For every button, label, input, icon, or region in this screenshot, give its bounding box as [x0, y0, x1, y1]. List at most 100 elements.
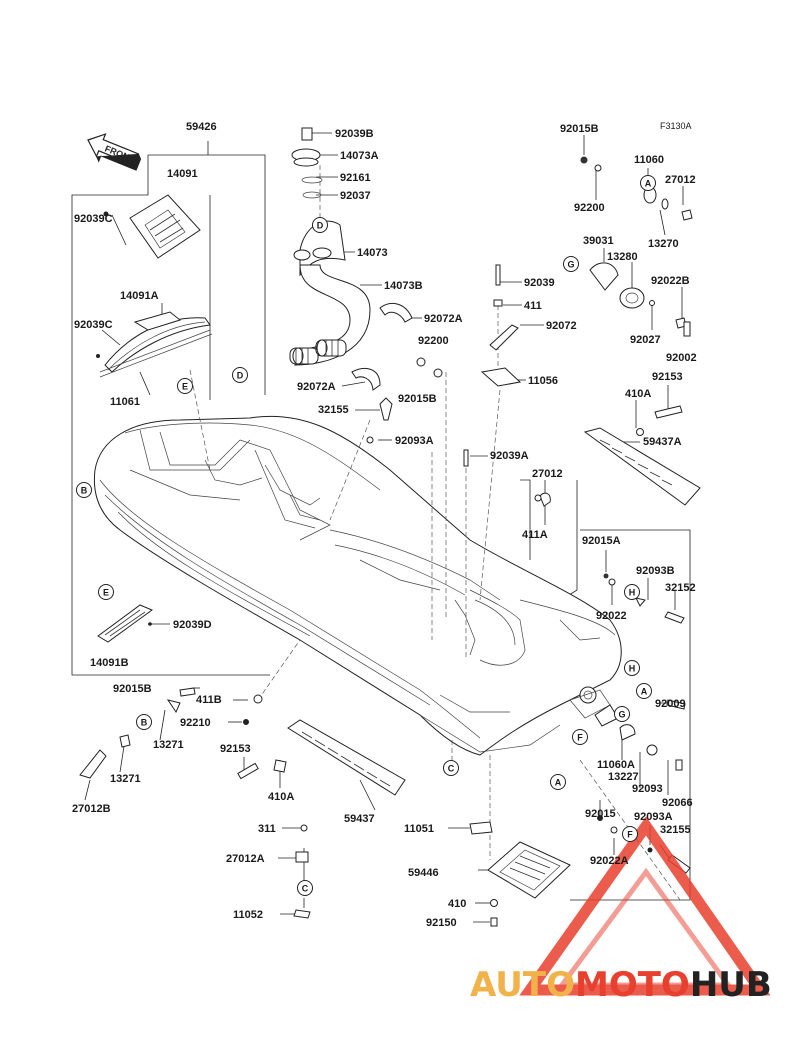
- part-label-92039c-a: 92039C: [74, 213, 113, 225]
- part-label-27012b: 27012B: [72, 803, 111, 815]
- svg-text:B: B: [81, 486, 88, 496]
- callout-a-3: A: [550, 774, 566, 790]
- callout-h-1: H: [624, 584, 640, 600]
- part-label-92037: 92037: [340, 190, 371, 202]
- svg-text:F: F: [627, 830, 633, 840]
- svg-text:H: H: [629, 588, 636, 598]
- part-label-92015: 92015: [585, 808, 616, 820]
- nut-92022: [608, 578, 616, 586]
- part-label-92039a: 92039A: [490, 450, 529, 462]
- screw-92039A: [463, 449, 469, 467]
- part-label-410: 410: [448, 898, 466, 910]
- gasket-14091A: [104, 311, 211, 373]
- rail-59437A: [583, 427, 701, 506]
- part-label-92072: 92072: [546, 320, 577, 332]
- callout-a-2: A: [636, 683, 652, 699]
- svg-text:F: F: [577, 733, 583, 743]
- part-label-27012a: 27012A: [226, 853, 265, 865]
- washer-410: [490, 899, 498, 907]
- part-label-92200-b: 92200: [574, 202, 605, 214]
- nut-92022A: [610, 826, 618, 834]
- part-label-11060: 11060: [634, 154, 664, 166]
- valve-32152: [664, 611, 685, 624]
- part-label-13227: 13227: [608, 771, 639, 783]
- part-label-411-a: 411: [524, 300, 542, 312]
- part-label-311: 311: [258, 823, 276, 835]
- part-label-92161: 92161: [340, 172, 371, 184]
- part-label-14091a: 14091A: [120, 290, 159, 302]
- part-label-92093a-b: 92093A: [634, 811, 673, 823]
- svg-text:G: G: [567, 260, 574, 270]
- washer-92200-a: [433, 368, 443, 378]
- part-label-27012-b: 27012: [532, 468, 563, 480]
- part-label-92039d: 92039D: [173, 619, 212, 631]
- part-label-92066: 92066: [662, 797, 693, 809]
- callout-c-1: C: [443, 760, 459, 776]
- clip-27012-a: [681, 209, 693, 221]
- bolt-92153-b: [237, 762, 259, 780]
- part-labels: 594261409192039C14091A92039C1106192039B1…: [72, 121, 697, 929]
- part-label-14073: 14073: [357, 247, 388, 259]
- part-label-92153-b: 92153: [220, 743, 251, 755]
- clip-27012A: [295, 851, 309, 863]
- part-label-32155-a: 32155: [318, 404, 349, 416]
- part-label-411b: 411B: [196, 694, 222, 706]
- part-label-14091b: 14091B: [90, 657, 129, 669]
- callout-g-2: G: [614, 706, 630, 722]
- part-label-39031: 39031: [583, 235, 614, 247]
- part-label-92093b: 92093B: [636, 565, 675, 577]
- clip-11052: [293, 909, 311, 919]
- nut-92015B-a: [416, 357, 426, 367]
- duct-14073: [289, 127, 371, 366]
- callout-c-2: C: [297, 880, 313, 896]
- nut-92015B-c: [179, 687, 196, 697]
- bracket-27012B: [79, 749, 107, 779]
- washer-410A-b: [273, 759, 287, 773]
- part-label-11051: 11051: [404, 823, 434, 835]
- bracket-11051: [469, 821, 493, 835]
- clip-27012-b: [539, 492, 551, 507]
- vent-14091B: [97, 604, 154, 643]
- part-label-92015b-b: 92015B: [560, 123, 599, 135]
- screw-92039C-a: [103, 211, 109, 217]
- part-label-32152: 32152: [665, 582, 696, 594]
- part-label-13271-a: 13271: [153, 739, 184, 751]
- part-label-92093: 92093: [632, 783, 663, 795]
- watermark-part1: AUTO: [470, 965, 575, 1005]
- svg-text:C: C: [448, 764, 455, 774]
- part-label-11052: 11052: [233, 909, 263, 921]
- svg-text:D: D: [237, 371, 244, 381]
- part-label-14073b: 14073B: [384, 280, 423, 292]
- watermark-logo: [519, 816, 771, 996]
- watermark-text: AUTOMOTOHUB: [470, 965, 772, 1005]
- part-label-11060a: 11060A: [597, 759, 635, 771]
- bolt-92153-a: [654, 405, 683, 419]
- part-label-410a-a: 410A: [625, 388, 651, 400]
- part-label-92039b: 92039B: [335, 128, 374, 140]
- part-label-92200-a: 92200: [418, 335, 449, 347]
- part-label-59437: 59437: [344, 813, 375, 825]
- figure-code: F3130A: [660, 121, 692, 131]
- part-label-13280: 13280: [607, 251, 638, 263]
- callout-e-1: E: [177, 378, 193, 394]
- callout-b-2: B: [136, 714, 152, 730]
- callout-f-2: F: [622, 826, 638, 842]
- part-label-92022b: 92022B: [651, 275, 690, 287]
- part-label-92093a-a: 92093A: [395, 435, 434, 447]
- part-label-92039: 92039: [524, 277, 555, 289]
- part-label-92015b-c: 92015B: [113, 683, 152, 695]
- grommet-13227: [619, 724, 636, 741]
- nut-92015A: [603, 573, 609, 579]
- nut-92093B: [635, 597, 646, 607]
- bracket-13271-a: [119, 734, 131, 748]
- grommet-13270: [661, 198, 669, 210]
- vent-cover-14091: [129, 194, 201, 259]
- part-label-410a-b: 410A: [268, 791, 294, 803]
- washer-92210: [243, 719, 249, 725]
- washer-411B: [253, 694, 263, 704]
- svg-text:A: A: [645, 179, 652, 189]
- screw-92027: [649, 300, 655, 306]
- callout-g-1: G: [563, 256, 579, 272]
- part-label-92150: 92150: [426, 917, 457, 929]
